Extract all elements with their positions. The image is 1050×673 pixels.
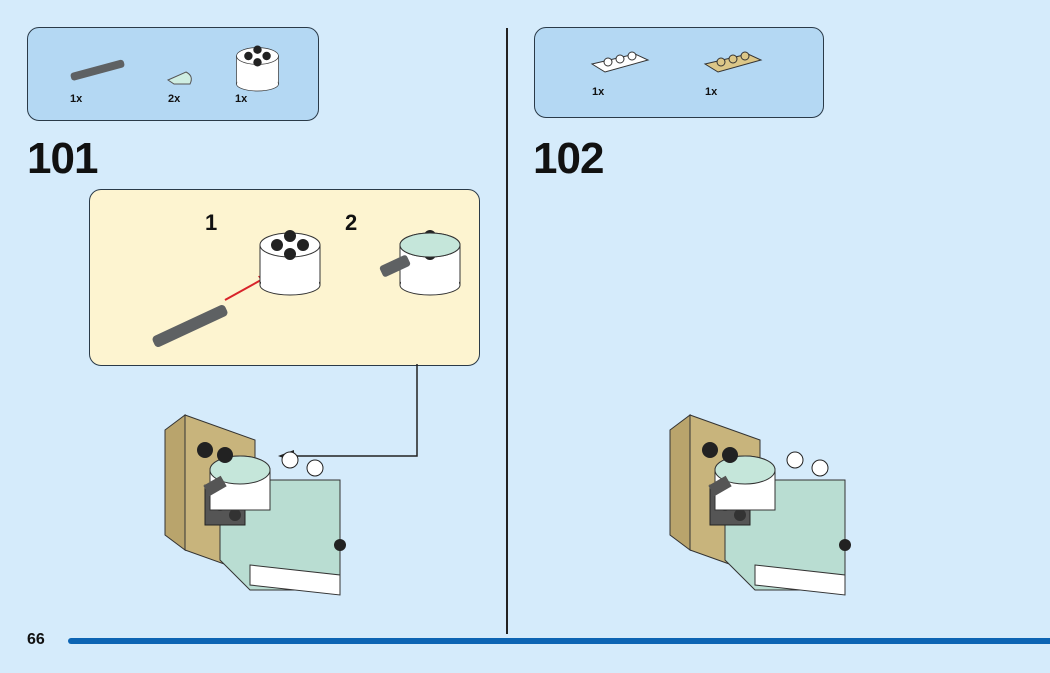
part-qty: 1x (705, 86, 718, 98)
part-qty: 2x (168, 93, 181, 105)
round-brick-part (236, 45, 279, 92)
axle-pin-part (70, 59, 125, 81)
parts-list-102: 1x 1x (534, 27, 824, 118)
part-qty: 1x (235, 93, 248, 105)
model-step-102 (669, 414, 852, 596)
sub-assembly-callout: 1 2 (89, 189, 480, 366)
parts-list-101: 1x 2x 1x (27, 27, 319, 121)
step-divider (506, 28, 508, 634)
part-qty: 1x (70, 93, 83, 105)
model-step-101 (164, 414, 347, 596)
tan-plate-part (703, 51, 763, 73)
quarter-tile-part (166, 71, 192, 85)
substep-illustration (152, 229, 461, 348)
footer-bar (68, 638, 1050, 644)
substep-number: 1 (205, 210, 218, 235)
substep-number: 2 (345, 210, 358, 235)
step-number: 102 (533, 134, 604, 183)
page-number: 66 (27, 631, 45, 648)
part-qty: 1x (592, 86, 605, 98)
step-number: 101 (27, 134, 98, 183)
white-plate-part (590, 51, 650, 73)
